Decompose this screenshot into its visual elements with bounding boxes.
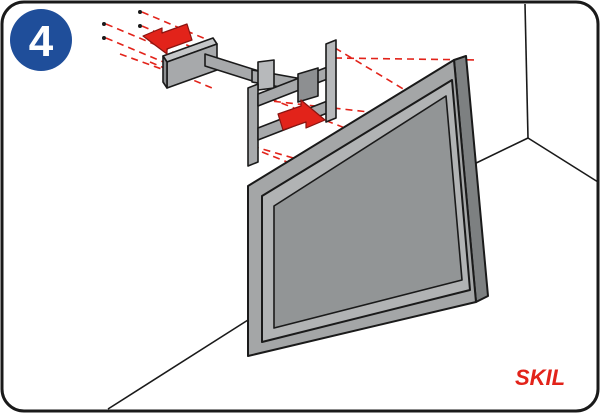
step-number: 4 [29, 17, 54, 66]
screw [138, 24, 142, 28]
skil-logo: SKIL [515, 365, 565, 390]
arrow-left [142, 23, 193, 55]
screw [138, 10, 142, 14]
screw [102, 22, 106, 26]
arrow-right [277, 99, 326, 131]
step-number-badge: 4 [10, 9, 72, 71]
screws [102, 10, 142, 40]
screw [102, 36, 106, 40]
tv-set [247, 55, 489, 357]
room-lines [107, 3, 599, 410]
brand-name: SKIL [515, 365, 565, 390]
tv-screen [273, 95, 463, 329]
